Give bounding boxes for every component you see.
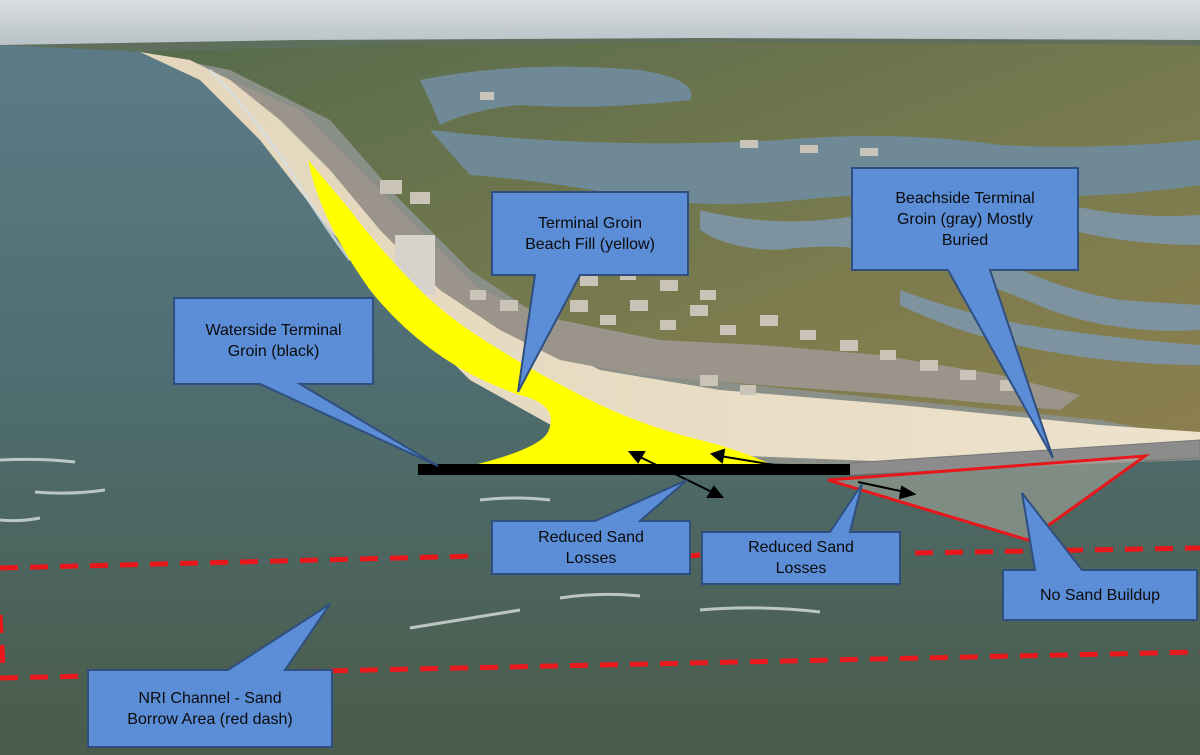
callout-text-reduced-losses-right: Reduced Sand Losses <box>748 539 854 577</box>
callout-text-beach-fill: Terminal Groin Beach Fill (yellow) <box>525 214 655 253</box>
sky <box>0 0 1200 45</box>
sand-flow-arrows <box>627 448 917 500</box>
borrow-area-dashes <box>0 545 1200 681</box>
callout-beach-fill <box>491 191 689 393</box>
callout-text-waterside-groin: Waterside Terminal Groin (black) <box>205 322 342 360</box>
callout-text-reduced-losses-left: Reduced Sand Losses <box>538 528 644 567</box>
barrier-beach <box>140 52 1200 462</box>
callout-beachside-groin <box>851 167 1079 459</box>
waterside-groin-black <box>418 464 850 475</box>
marsh-channel <box>1050 200 1200 245</box>
callout-reduced-losses-right <box>701 483 901 585</box>
callout-nri-channel <box>87 603 333 748</box>
beach-fill-yellow <box>308 160 770 464</box>
marsh-channel <box>900 290 1200 365</box>
callout-waterside-groin <box>173 297 439 467</box>
callout-text-no-sand-buildup: No Sand Buildup <box>1039 586 1161 604</box>
callout-no-sand-buildup <box>1002 492 1198 621</box>
callout-reduced-losses-left <box>491 479 691 575</box>
callout-text-nri-channel: NRI Channel - Sand Borrow Area (red dash… <box>127 689 293 728</box>
callout-text-beachside-groin: Beachside Terminal Groin (gray) Mostly B… <box>895 189 1035 249</box>
surf <box>0 68 821 630</box>
sound-water <box>420 66 692 125</box>
no-sand-buildup-outline <box>827 454 1151 542</box>
